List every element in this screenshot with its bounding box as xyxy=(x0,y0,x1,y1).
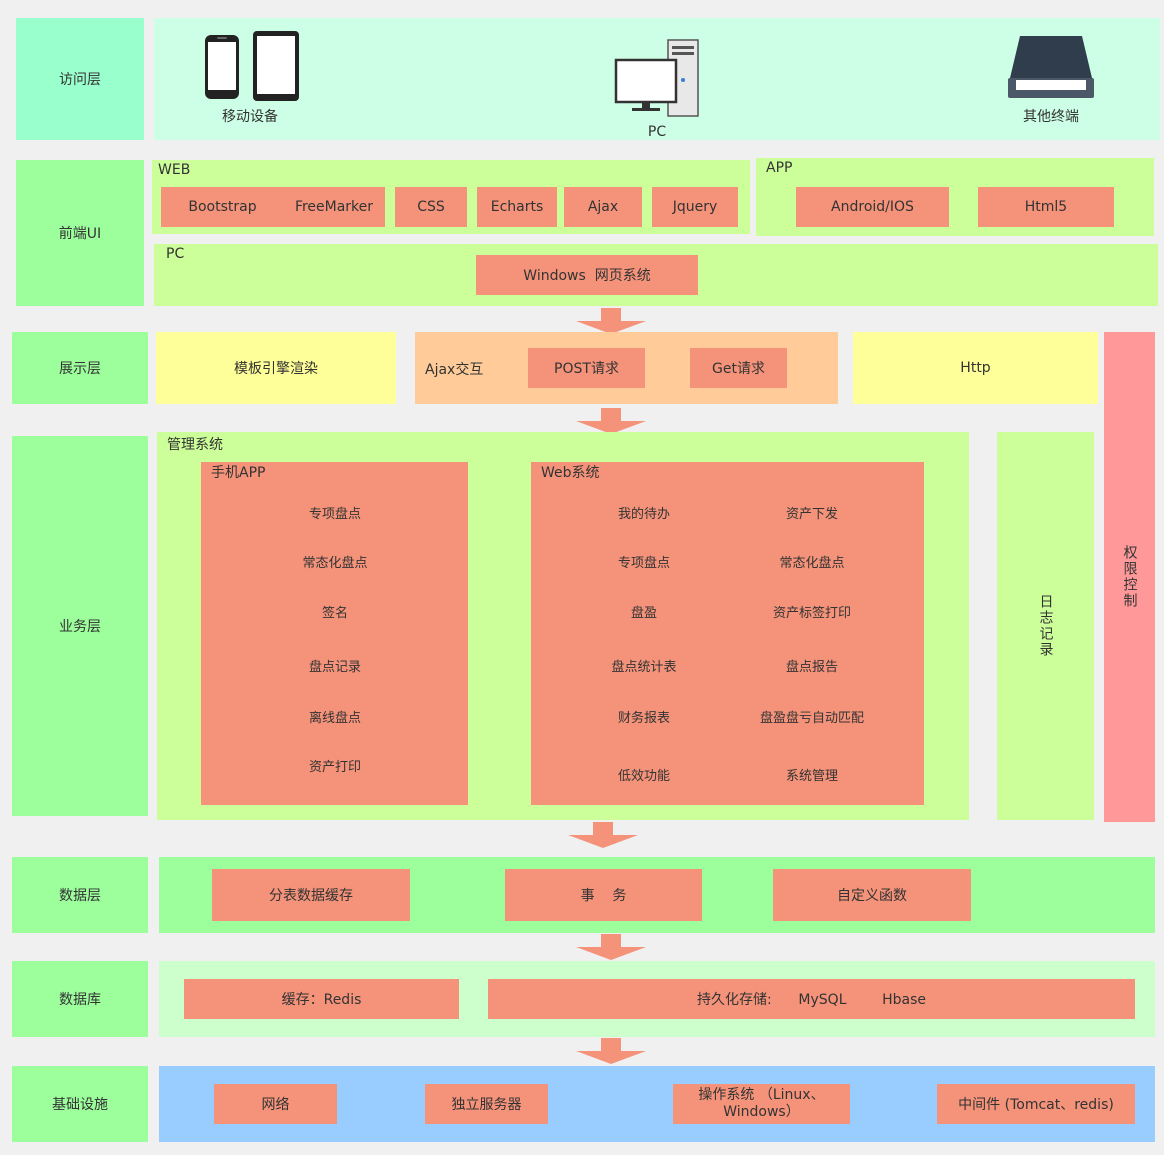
web-system-item: 专项盘点 xyxy=(617,556,670,571)
log-record-label: 日志记录 xyxy=(1037,594,1054,658)
web-item-bootstrap: Bootstrap xyxy=(161,187,284,227)
management-system-panel: 管理系统 手机APP 专项盘点 常态化盘点 签名 盘点记录 离线盘点 资产打印 … xyxy=(157,432,969,820)
database-cache-redis: 缓存：Redis xyxy=(184,979,459,1019)
infra-panel: 网络 独立服务器 操作系统 （Linux、 Windows） 中间件 (Tomc… xyxy=(159,1066,1155,1142)
web-system-item: 我的待办 xyxy=(617,507,670,522)
display-ajax-label: Ajax交互 xyxy=(425,362,484,378)
down-arrow-icon xyxy=(576,408,646,434)
layer-label-access: 访问层 xyxy=(16,18,144,140)
access-panel: 移动设备 PC 其他终端 xyxy=(154,18,1160,140)
infra-item-os: 操作系统 （Linux、 Windows） xyxy=(673,1084,850,1124)
web-system-item: 低效功能 xyxy=(617,769,670,784)
web-item-echarts: Echarts xyxy=(477,187,557,227)
web-item-jquery: Jquery xyxy=(652,187,738,227)
access-mobile-label: 移动设备 xyxy=(222,109,278,125)
web-system-item: 盘盈 xyxy=(630,606,657,621)
data-item-transaction: 事 务 xyxy=(505,869,702,921)
web-system-item: 系统管理 xyxy=(785,769,838,784)
down-arrow-icon xyxy=(576,1038,646,1064)
log-record-panel: 日志记录 xyxy=(997,432,1094,820)
display-http-panel: Http xyxy=(853,332,1098,404)
mobile-app-title: 手机APP xyxy=(211,465,266,481)
web-item-ajax: Ajax xyxy=(564,187,642,227)
pc-item-windows-web: Windows 网页系统 xyxy=(476,255,698,295)
frontend-pc-panel: PC Windows 网页系统 xyxy=(154,244,1158,306)
mobile-app-item: 离线盘点 xyxy=(308,711,361,726)
mobile-app-item: 盘点记录 xyxy=(308,660,361,675)
web-item-freemarker: FreeMarker xyxy=(283,187,385,227)
desktop-pc-icon xyxy=(614,39,699,117)
layer-label-display: 展示层 xyxy=(12,332,148,404)
app-item-android-ios: Android/IOS xyxy=(796,187,949,227)
display-post-request: POST请求 xyxy=(528,348,645,388)
scanner-icon xyxy=(1008,36,1094,98)
database-panel: 缓存：Redis 持久化存储: MySQL Hbase xyxy=(159,961,1155,1037)
layer-label-database: 数据库 xyxy=(12,961,148,1037)
web-system-title: Web系统 xyxy=(541,465,600,481)
tablet-icon xyxy=(253,31,299,101)
mobile-app-item: 资产打印 xyxy=(308,760,361,775)
permission-control-panel: 权限控制 xyxy=(1104,332,1155,822)
web-item-css: CSS xyxy=(395,187,467,227)
mobile-app-item: 常态化盘点 xyxy=(302,556,368,571)
frontend-app-title: APP xyxy=(766,160,793,176)
mobile-app-box: 手机APP 专项盘点 常态化盘点 签名 盘点记录 离线盘点 资产打印 xyxy=(201,462,468,805)
web-system-item: 财务报表 xyxy=(617,711,670,726)
access-pc-label: PC xyxy=(647,124,667,140)
layer-label-infra: 基础设施 xyxy=(12,1066,148,1142)
down-arrow-icon xyxy=(568,822,638,848)
infra-item-network: 网络 xyxy=(214,1084,337,1124)
web-system-item: 资产标签打印 xyxy=(772,606,851,621)
display-get-request: Get请求 xyxy=(690,348,787,388)
layer-label-data: 数据层 xyxy=(12,857,148,933)
web-system-item: 资产下发 xyxy=(785,507,838,522)
database-persistent-storage: 持久化存储: MySQL Hbase xyxy=(488,979,1135,1019)
web-system-item: 常态化盘点 xyxy=(779,556,845,571)
app-item-html5: Html5 xyxy=(978,187,1114,227)
data-layer-panel: 分表数据缓存 事 务 自定义函数 xyxy=(159,857,1155,933)
web-system-item: 盘点报告 xyxy=(785,660,838,675)
data-item-custom-function: 自定义函数 xyxy=(773,869,971,921)
mobile-app-item: 专项盘点 xyxy=(308,507,361,522)
permission-control-label: 权限控制 xyxy=(1121,545,1138,609)
down-arrow-icon xyxy=(576,934,646,960)
frontend-app-panel: APP Android/IOS Html5 xyxy=(756,158,1154,236)
mobile-app-item: 签名 xyxy=(321,606,348,621)
phone-icon xyxy=(205,35,239,99)
display-ajax-panel: Ajax交互 POST请求 Get请求 xyxy=(415,332,838,404)
display-template-panel: 模板引擎渲染 xyxy=(156,332,396,404)
management-system-title: 管理系统 xyxy=(167,437,223,453)
data-item-sharded-cache: 分表数据缓存 xyxy=(212,869,410,921)
web-system-item: 盘点统计表 xyxy=(611,660,677,675)
access-other-label: 其他终端 xyxy=(1023,109,1079,125)
layer-label-frontend: 前端UI xyxy=(16,160,144,306)
frontend-pc-title: PC xyxy=(166,246,185,262)
frontend-web-title: WEB xyxy=(158,162,191,178)
infra-item-server: 独立服务器 xyxy=(425,1084,548,1124)
down-arrow-icon xyxy=(576,308,646,334)
web-system-box: Web系统 我的待办 专项盘点 盘盈 盘点统计表 财务报表 低效功能 资产下发 … xyxy=(531,462,924,805)
web-system-item: 盘盈盘亏自动匹配 xyxy=(759,711,864,726)
layer-label-business: 业务层 xyxy=(12,436,148,816)
frontend-web-panel: WEB Bootstrap FreeMarker CSS Echarts Aja… xyxy=(152,160,750,234)
infra-item-middleware: 中间件 (Tomcat、redis) xyxy=(937,1084,1135,1124)
